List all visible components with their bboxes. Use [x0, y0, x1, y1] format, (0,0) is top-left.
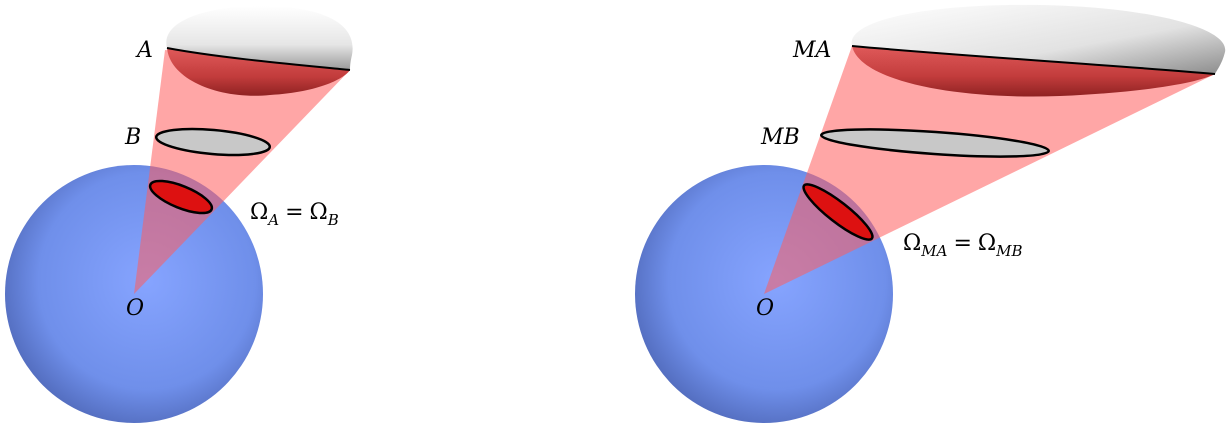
label-a: A: [135, 38, 153, 63]
solid-angle-equation: ΩA=ΩB: [250, 200, 339, 229]
sphere-cap: [148, 179, 214, 215]
solid-angle-equation: ΩMA=ΩMB: [903, 231, 1023, 260]
disk-mb: [820, 128, 1050, 158]
label-ma: MA: [792, 38, 831, 63]
origin-label: O: [756, 296, 774, 321]
sphere-cap: [802, 183, 874, 241]
label-mb: MB: [760, 125, 800, 150]
origin-label: O: [126, 296, 144, 321]
label-b: B: [124, 125, 141, 150]
ellipsoid-a: [166, 6, 353, 96]
solid-angle-cone: [764, 46, 1215, 294]
disk-b: [154, 127, 272, 157]
ellipsoid-ma: [851, 4, 1226, 97]
panel-left: O A B ΩA=ΩB: [5, 6, 353, 423]
solid-angle-cone: [134, 50, 350, 294]
panel-right: O MA MB ΩMA=ΩMB: [635, 4, 1226, 423]
